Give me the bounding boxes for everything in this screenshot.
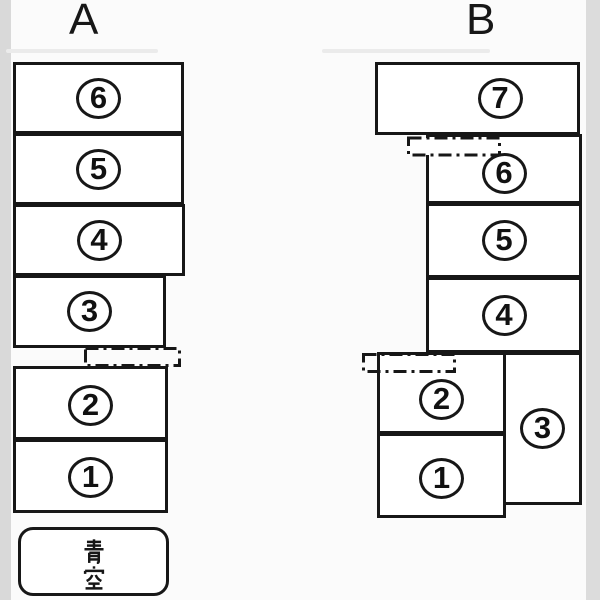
gate-marker-a bbox=[84, 347, 181, 367]
parking-spot-b-6: 6 bbox=[426, 134, 582, 204]
parking-spot-b-1: 1 bbox=[377, 433, 506, 518]
parking-spot-a-3: 3 bbox=[13, 275, 166, 348]
spot-number-circle: 1 bbox=[68, 456, 113, 498]
spot-number: 5 bbox=[89, 150, 108, 186]
spot-number: 1 bbox=[81, 458, 100, 494]
kanji-sora-glyph bbox=[83, 565, 104, 590]
spot-number-circle: 4 bbox=[76, 219, 122, 261]
spot-number-circle: 2 bbox=[419, 378, 464, 420]
spot-number-circle: 2 bbox=[68, 384, 113, 426]
spot-number-circle: 5 bbox=[481, 220, 527, 261]
spot-number-circle: 4 bbox=[481, 294, 527, 336]
parking-spot-b-5: 5 bbox=[426, 203, 582, 278]
spot-number: 7 bbox=[491, 80, 509, 115]
scan-margin-left bbox=[0, 0, 11, 600]
parking-spot-b-2: 2 bbox=[377, 352, 506, 434]
parking-spot-a-2: 2 bbox=[13, 366, 168, 440]
spot-number-circle: 6 bbox=[481, 152, 527, 194]
spot-number-circle: 3 bbox=[67, 291, 112, 332]
spot-number: 4 bbox=[495, 296, 513, 332]
spot-number-circle: 6 bbox=[76, 77, 121, 119]
spot-number-circle: 3 bbox=[520, 408, 565, 449]
spot-number-circle: 1 bbox=[419, 458, 464, 499]
kanji-ao-glyph bbox=[83, 538, 104, 564]
spot-number: 4 bbox=[90, 221, 108, 257]
legend-text-glyphs bbox=[81, 538, 107, 591]
scan-artifact bbox=[322, 49, 490, 53]
spot-number: 6 bbox=[495, 154, 513, 190]
spot-number: 1 bbox=[432, 460, 451, 495]
spot-number-circle: 5 bbox=[76, 148, 121, 190]
spot-number-circle: 7 bbox=[477, 78, 523, 119]
parking-spot-b-7: 7 bbox=[375, 62, 580, 135]
column-a-label: A bbox=[69, 0, 99, 44]
parking-spot-a-1: 1 bbox=[13, 439, 168, 513]
parking-spot-b-3: 3 bbox=[503, 352, 582, 505]
parking-spot-a-6: 6 bbox=[13, 62, 184, 134]
spot-number: 6 bbox=[89, 79, 108, 115]
scan-artifact bbox=[6, 49, 158, 53]
parking-spot-a-5: 5 bbox=[13, 133, 184, 205]
scan-margin-right bbox=[586, 0, 600, 600]
spot-number: 5 bbox=[495, 222, 513, 257]
spot-number: 3 bbox=[80, 293, 99, 328]
legend-box: 青空 bbox=[18, 527, 169, 596]
parking-spot-a-4: 4 bbox=[13, 204, 185, 276]
spot-number: 2 bbox=[81, 386, 100, 422]
spot-number: 2 bbox=[432, 380, 451, 416]
parking-spot-b-4: 4 bbox=[426, 277, 582, 353]
spot-number: 3 bbox=[533, 410, 552, 445]
column-b-label: B bbox=[466, 0, 496, 44]
